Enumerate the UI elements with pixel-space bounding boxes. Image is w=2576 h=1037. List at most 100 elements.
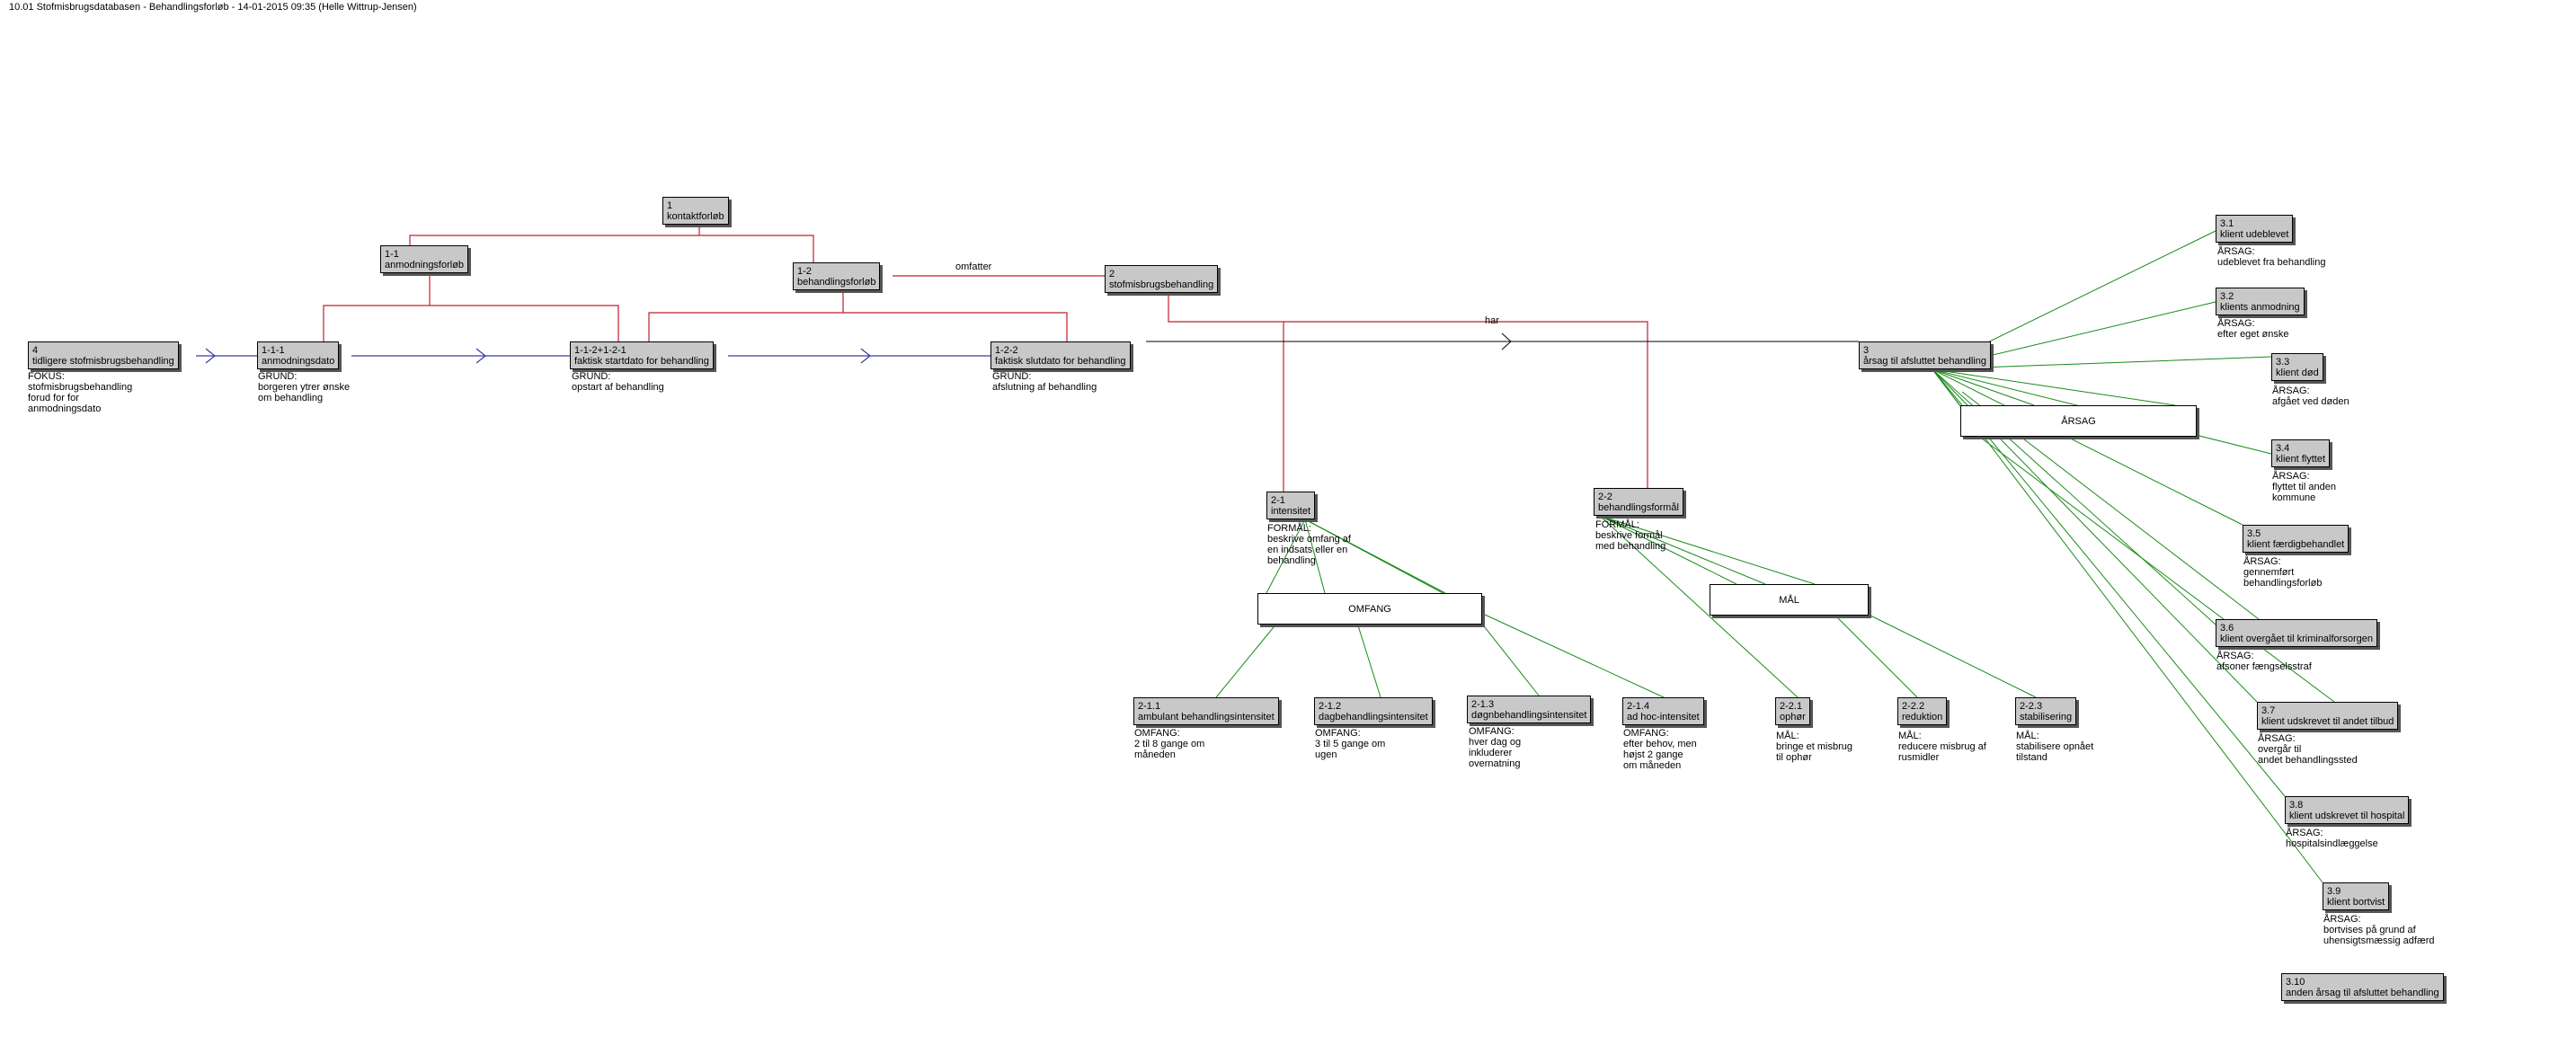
node-klient-doed[interactable]: 3.3 klient død <box>2271 353 2323 381</box>
node-number: 4 <box>32 345 39 356</box>
green-link <box>1932 368 2243 526</box>
node-title: klients anmodning <box>2220 302 2300 313</box>
group-box-aarsag: ÅRSAG <box>1960 405 2197 437</box>
node-number: 3.10 <box>2286 977 2305 988</box>
node-ambulant-intensitet[interactable]: 2-1.1 ambulant behandlingsintensitet <box>1133 697 1279 725</box>
node-behandlingsforloeb[interactable]: 1-2 behandlingsforløb <box>793 262 881 290</box>
node-title: dagbehandlingsintensitet <box>1319 712 1428 722</box>
red-link <box>409 235 814 262</box>
node-ophoer[interactable]: 2-2.1 ophør <box>1775 697 1810 725</box>
node-number: 2-2.2 <box>1902 701 1925 712</box>
node-number: 3.4 <box>2276 443 2290 454</box>
node-klient-udeblevet[interactable]: 3.1 klient udeblevet <box>2216 215 2294 243</box>
green-link <box>1266 518 1306 594</box>
node-reduktion[interactable]: 2-2.2 reduktion <box>1897 697 1948 725</box>
node-title: klient død <box>2276 368 2319 378</box>
node-number: 1-1 <box>385 249 399 260</box>
node-faktisk-startdato[interactable]: 1-1-2+1-2-1 faktisk startdato for behand… <box>570 341 714 369</box>
red-link <box>323 272 431 341</box>
node-number: 2-1.1 <box>1138 701 1161 712</box>
node-klient-andet-tilbud[interactable]: 3.7 klient udskrevet til andet tilbud <box>2257 702 2399 730</box>
node-title: klient udskrevet til hospital <box>2289 811 2405 821</box>
green-link <box>1480 622 1540 696</box>
green-link <box>1932 368 2323 883</box>
node-title: behandlingsforløb <box>797 277 876 288</box>
group-box-maal: MÅL <box>1710 584 1869 616</box>
node-dagbehandlingsintensitet[interactable]: 2-1.2 dagbehandlingsintensitet <box>1314 697 1433 725</box>
node-number: 3.6 <box>2220 623 2234 634</box>
node-number: 3.9 <box>2327 886 2341 897</box>
green-link <box>1304 518 1326 594</box>
label-omfatter: omfatter <box>955 261 992 272</box>
node-title: stabilisering <box>2020 712 2073 722</box>
node-number: 1-2-2 <box>995 345 1018 356</box>
node-number: 2-1.2 <box>1319 701 1342 712</box>
node-anmodningsdato[interactable]: 1-1-1 anmodningsdato <box>257 341 340 369</box>
green-link <box>1599 515 1799 698</box>
green-link <box>1833 613 1918 698</box>
node-anmodningsforloeb[interactable]: 1-1 anmodningsforløb <box>380 245 469 273</box>
arrow-chevron <box>475 348 486 364</box>
node-title: ophør <box>1780 712 1806 722</box>
green-link <box>1932 368 2035 406</box>
node-behandlingsformaal[interactable]: 2-2 behandlingsformål <box>1594 488 1683 516</box>
node-number: 2-2.3 <box>2020 701 2043 712</box>
node-anden-aarsag[interactable]: 3.10 anden årsag til afsluttet behandlin… <box>2281 973 2444 1001</box>
note-aarsag-hospital: ÅRSAG:hospitalsindlæggelse <box>2286 828 2378 849</box>
note-aarsag-anmodning: ÅRSAG:efter eget ønske <box>2217 318 2289 340</box>
node-number: 2-2 <box>1598 492 1612 502</box>
node-title: tidligere stofmisbrugsbehandling <box>32 356 174 367</box>
node-title: reduktion <box>1902 712 1943 722</box>
node-number: 3.3 <box>2276 357 2290 368</box>
node-kontaktforloeb[interactable]: 1 kontaktforløb <box>662 197 729 225</box>
node-number: 3.8 <box>2289 800 2304 811</box>
green-link <box>1959 421 2335 703</box>
node-doegnbehandlingsintensitet[interactable]: 2-1.3 døgnbehandlingsintensitet <box>1467 696 1592 723</box>
node-klients-anmodning[interactable]: 3.2 klients anmodning <box>2216 288 2305 315</box>
node-number: 1-1-1 <box>262 345 285 356</box>
red-link <box>1284 321 1648 488</box>
node-stabilisering[interactable]: 2-2.3 stabilisering <box>2015 697 2077 725</box>
group-box-omfang: OMFANG <box>1257 593 1482 625</box>
node-number: 2 <box>1109 269 1115 279</box>
node-title: klient udeblevet <box>2220 229 2289 240</box>
node-title: anmodningsforløb <box>385 260 465 270</box>
node-klient-faerdigbehandlet[interactable]: 3.5 klient færdigbehandlet <box>2243 525 2349 553</box>
red-link <box>648 290 844 341</box>
red-link <box>1168 294 1284 492</box>
node-faktisk-slutdato[interactable]: 1-2-2 faktisk slutdato for behandling <box>990 341 1131 369</box>
node-title: døgnbehandlingsintensitet <box>1471 710 1587 721</box>
node-stofmisbrugsbehandling[interactable]: 2 stofmisbrugsbehandling <box>1105 265 1219 293</box>
green-link <box>1599 515 1816 585</box>
node-number: 1-1-2+1-2-1 <box>574 345 626 356</box>
note-grund-afslutning: GRUND:afslutning af behandling <box>992 371 1097 393</box>
node-title: faktisk slutdato for behandling <box>995 356 1126 367</box>
node-klient-bortvist[interactable]: 3.9 klient bortvist <box>2323 882 2390 910</box>
node-title: klient overgået til kriminalforsorgen <box>2220 634 2373 644</box>
note-grund-opstart: GRUND:opstart af behandling <box>572 371 664 393</box>
node-title: klient færdigbehandlet <box>2247 539 2345 550</box>
green-link <box>1484 614 1665 698</box>
green-link <box>1356 622 1381 698</box>
node-ad-hoc-intensitet[interactable]: 2-1.4 ad hoc-intensitet <box>1622 697 1704 725</box>
node-intensitet[interactable]: 2-1 intensitet <box>1266 492 1316 519</box>
node-klient-flyttet[interactable]: 3.4 klient flyttet <box>2271 439 2331 467</box>
node-title: klient udskrevet til andet tilbud <box>2261 716 2394 727</box>
node-klient-kriminalforsorgen[interactable]: 3.6 klient overgået til kriminalforsorge… <box>2216 619 2377 647</box>
node-aarsag-afsluttet[interactable]: 3 årsag til afsluttet behandling <box>1859 341 1991 369</box>
page-header: 10.01 Stofmisbrugsdatabasen - Behandling… <box>9 2 417 13</box>
green-link <box>1932 368 2176 406</box>
node-tidligere-behandling[interactable]: 4 tidligere stofmisbrugsbehandling <box>28 341 179 369</box>
node-klient-hospital[interactable]: 3.8 klient udskrevet til hospital <box>2285 796 2410 824</box>
node-number: 2-2.1 <box>1780 701 1803 712</box>
node-title: klient bortvist <box>2327 897 2385 908</box>
node-title: behandlingsformål <box>1598 502 1679 513</box>
node-title: klient flyttet <box>2276 454 2326 465</box>
arrow-chevron <box>860 348 871 364</box>
